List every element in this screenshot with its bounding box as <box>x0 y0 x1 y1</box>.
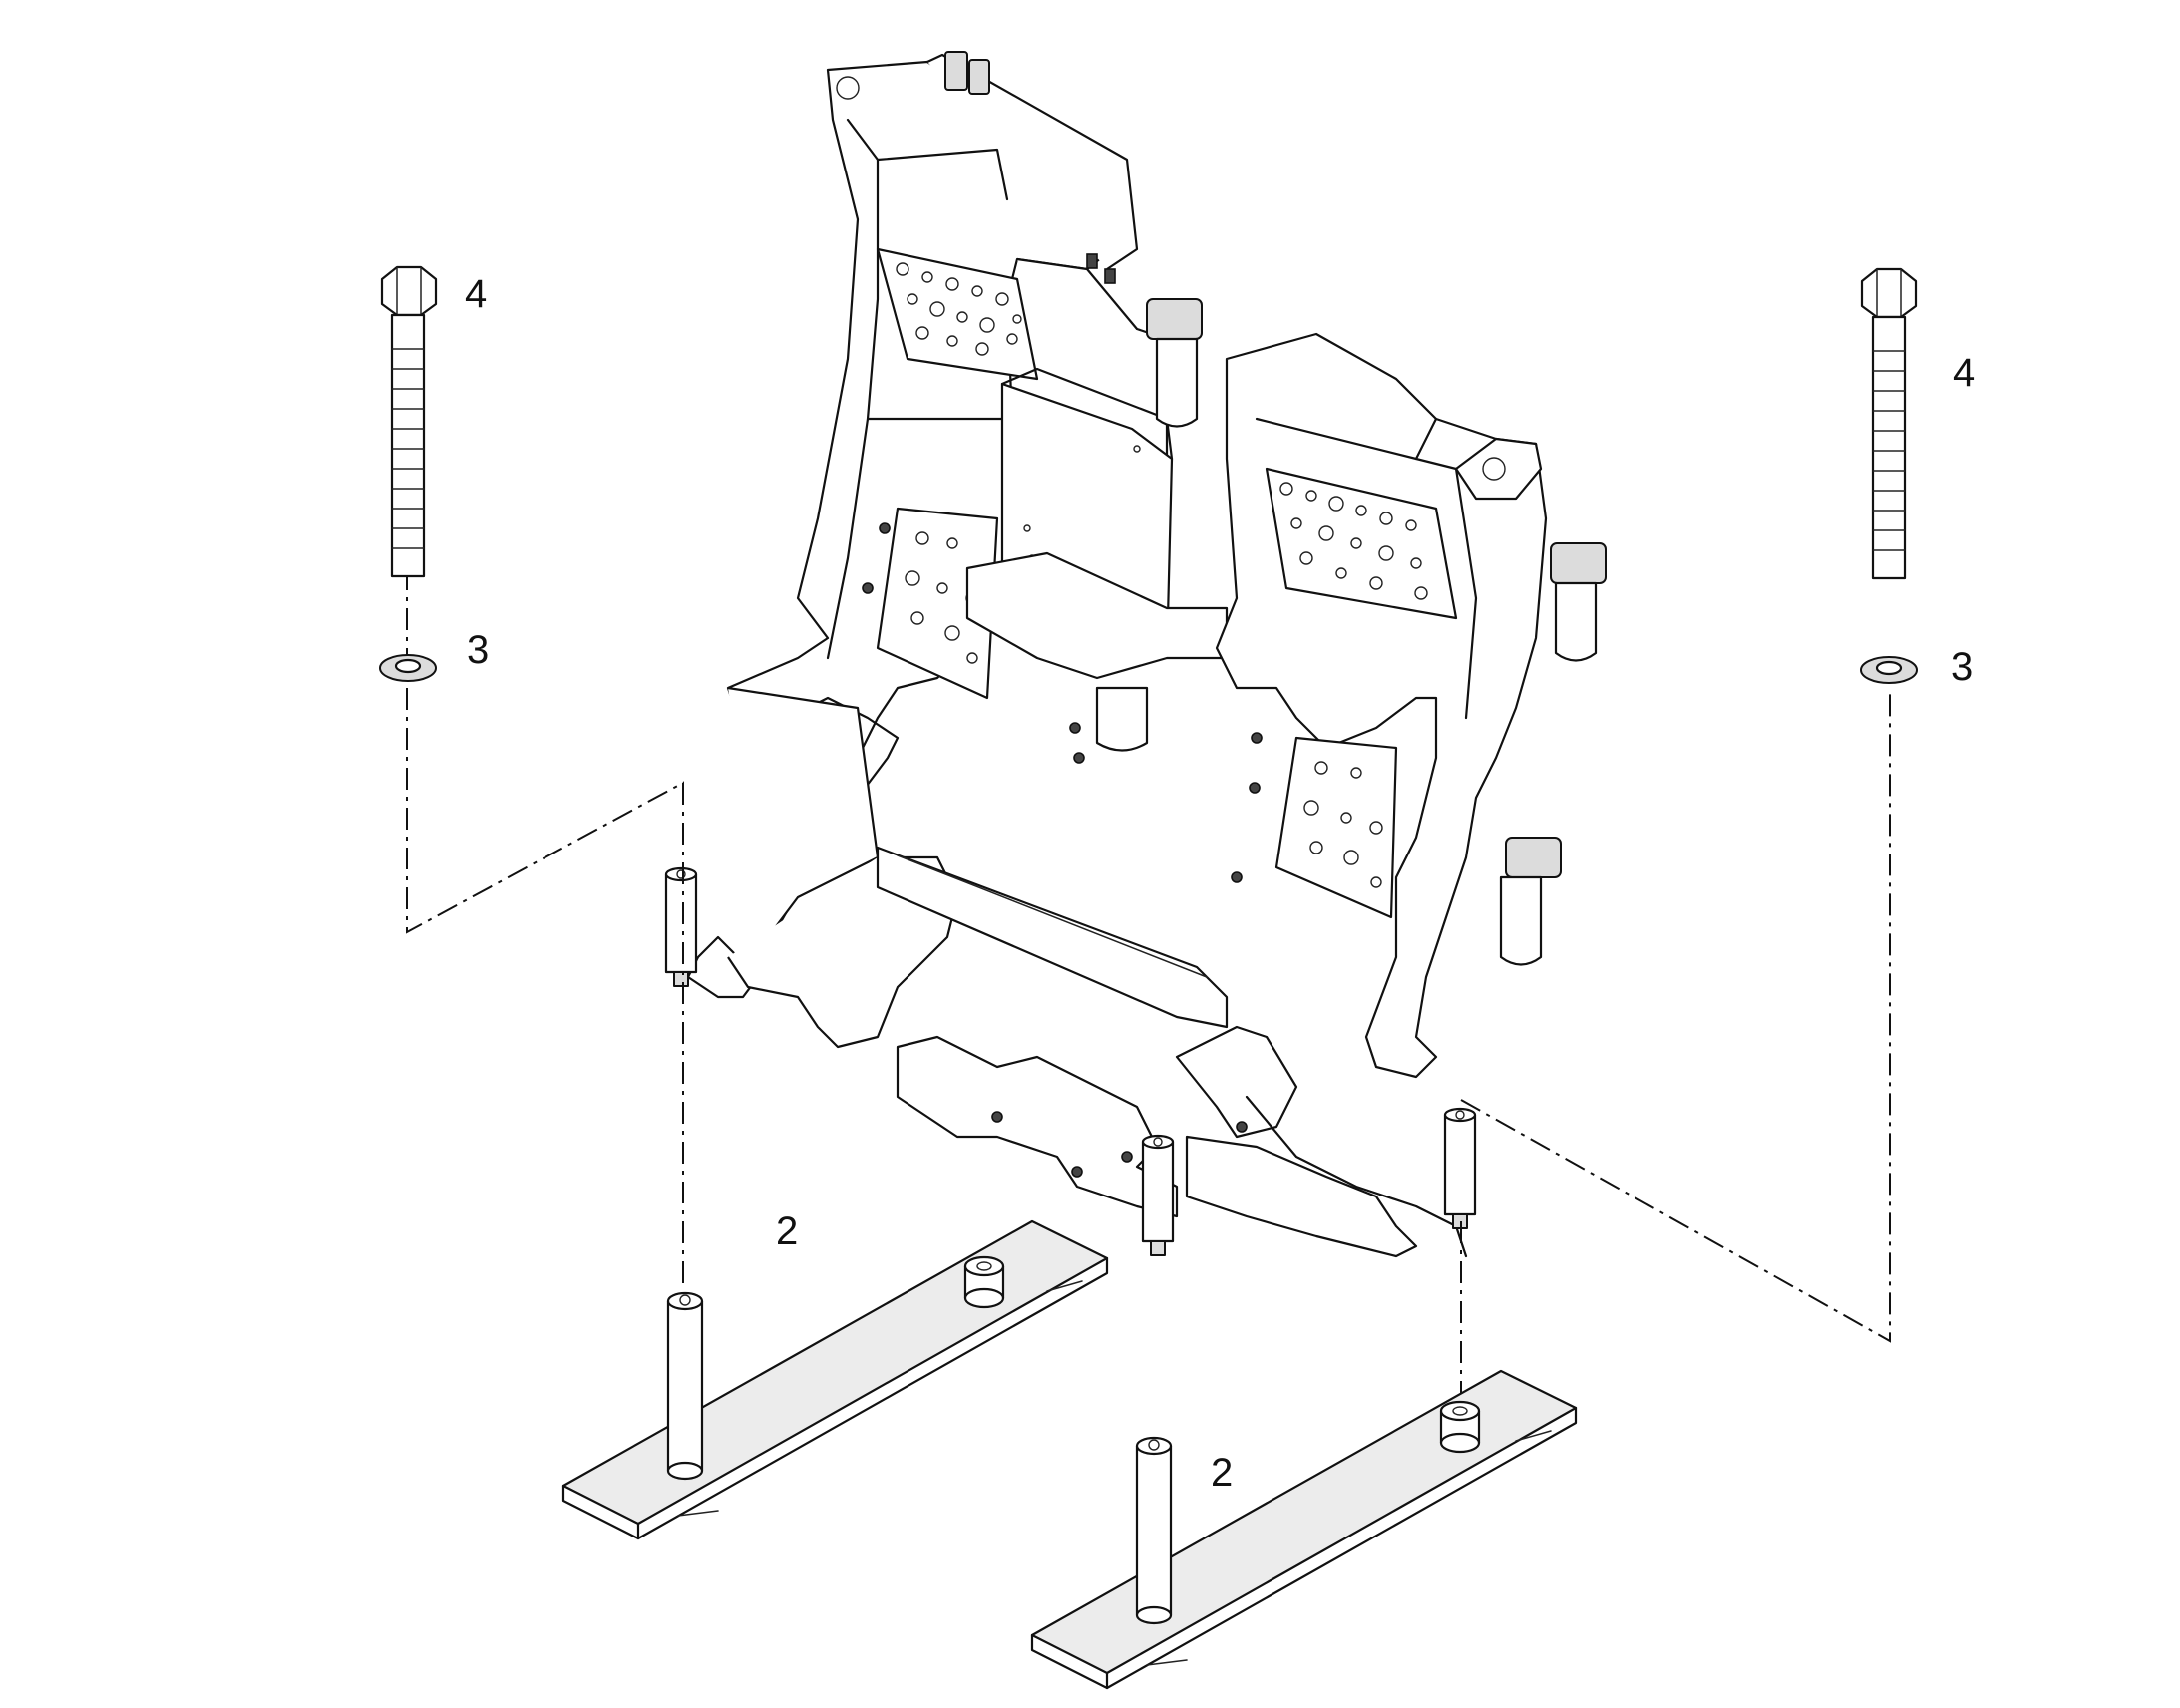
upper-left-panel-holes <box>896 262 1022 356</box>
frame-fasteners <box>862 522 1263 1178</box>
washer-right <box>1860 656 1918 684</box>
washer-left <box>379 654 437 682</box>
upper-right-panel-holes <box>1279 482 1428 600</box>
frame-mount-left <box>664 866 698 987</box>
assembly-center-lines <box>406 568 1891 1396</box>
callout-support-right: 2 <box>1211 1451 1233 1495</box>
bolt-right <box>1860 267 1918 580</box>
support-base-right <box>1030 1369 1578 1690</box>
callout-washer-left: 3 <box>467 628 489 672</box>
callout-washer-right: 3 <box>1951 645 1973 689</box>
callout-labels: 4 3 4 3 2 2 <box>465 272 1975 1495</box>
cab-frame <box>664 51 1607 1258</box>
callout-bolt-right: 4 <box>1953 351 1975 395</box>
lower-left-panel-holes <box>905 531 979 664</box>
top-connectors <box>944 51 1116 284</box>
lower-right-panel-holes <box>1303 761 1383 888</box>
callout-bolt-left: 4 <box>465 272 487 316</box>
frame-mount-center <box>1141 1134 1175 1256</box>
callout-support-left: 2 <box>776 1209 798 1253</box>
filter-canisters <box>1095 298 1607 966</box>
support-base-left <box>561 1219 1109 1540</box>
frame-mount-right <box>1443 1107 1477 1229</box>
bolt-left <box>380 265 438 578</box>
